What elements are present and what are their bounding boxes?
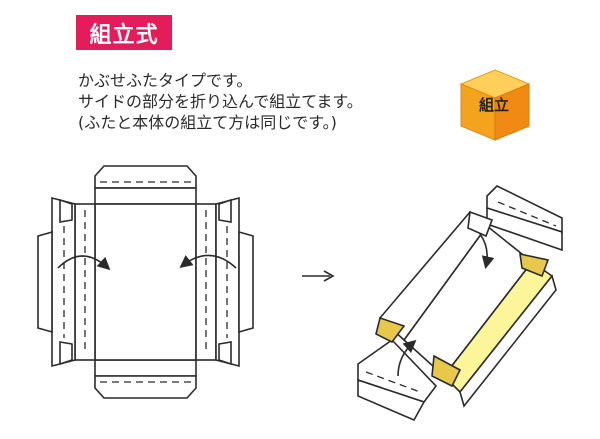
description-text: かぶせふたタイプです。 サイドの部分を折り込んで組立てます。 (ふたと本体の組立…: [78, 70, 363, 133]
fold-left-arrow-icon: [57, 255, 111, 271]
fold-right-arrow-icon: [179, 254, 237, 269]
cube-label: 組立: [478, 96, 509, 114]
fold-down-arrow-icon: [479, 233, 495, 270]
assembled-box-fold-lines: [365, 201, 557, 393]
description-line-1: かぶせふたタイプです。: [78, 71, 253, 90]
fold-up-arrow-icon: [397, 339, 417, 377]
badge-label: 組立式: [89, 22, 159, 48]
right-arrow-icon: [302, 270, 335, 282]
description-line-3: (ふたと本体の組立て方は同じです。): [78, 113, 337, 132]
assembly-type-badge: 組立式: [76, 15, 172, 50]
assembly-cube-icon: [459, 69, 531, 141]
description-line-2: サイドの部分を折り込んで組立てます。: [78, 92, 363, 111]
flat-box-blank: [37, 165, 254, 399]
flat-blank-fold-lines: [63, 181, 228, 383]
assembled-box: [357, 185, 563, 422]
